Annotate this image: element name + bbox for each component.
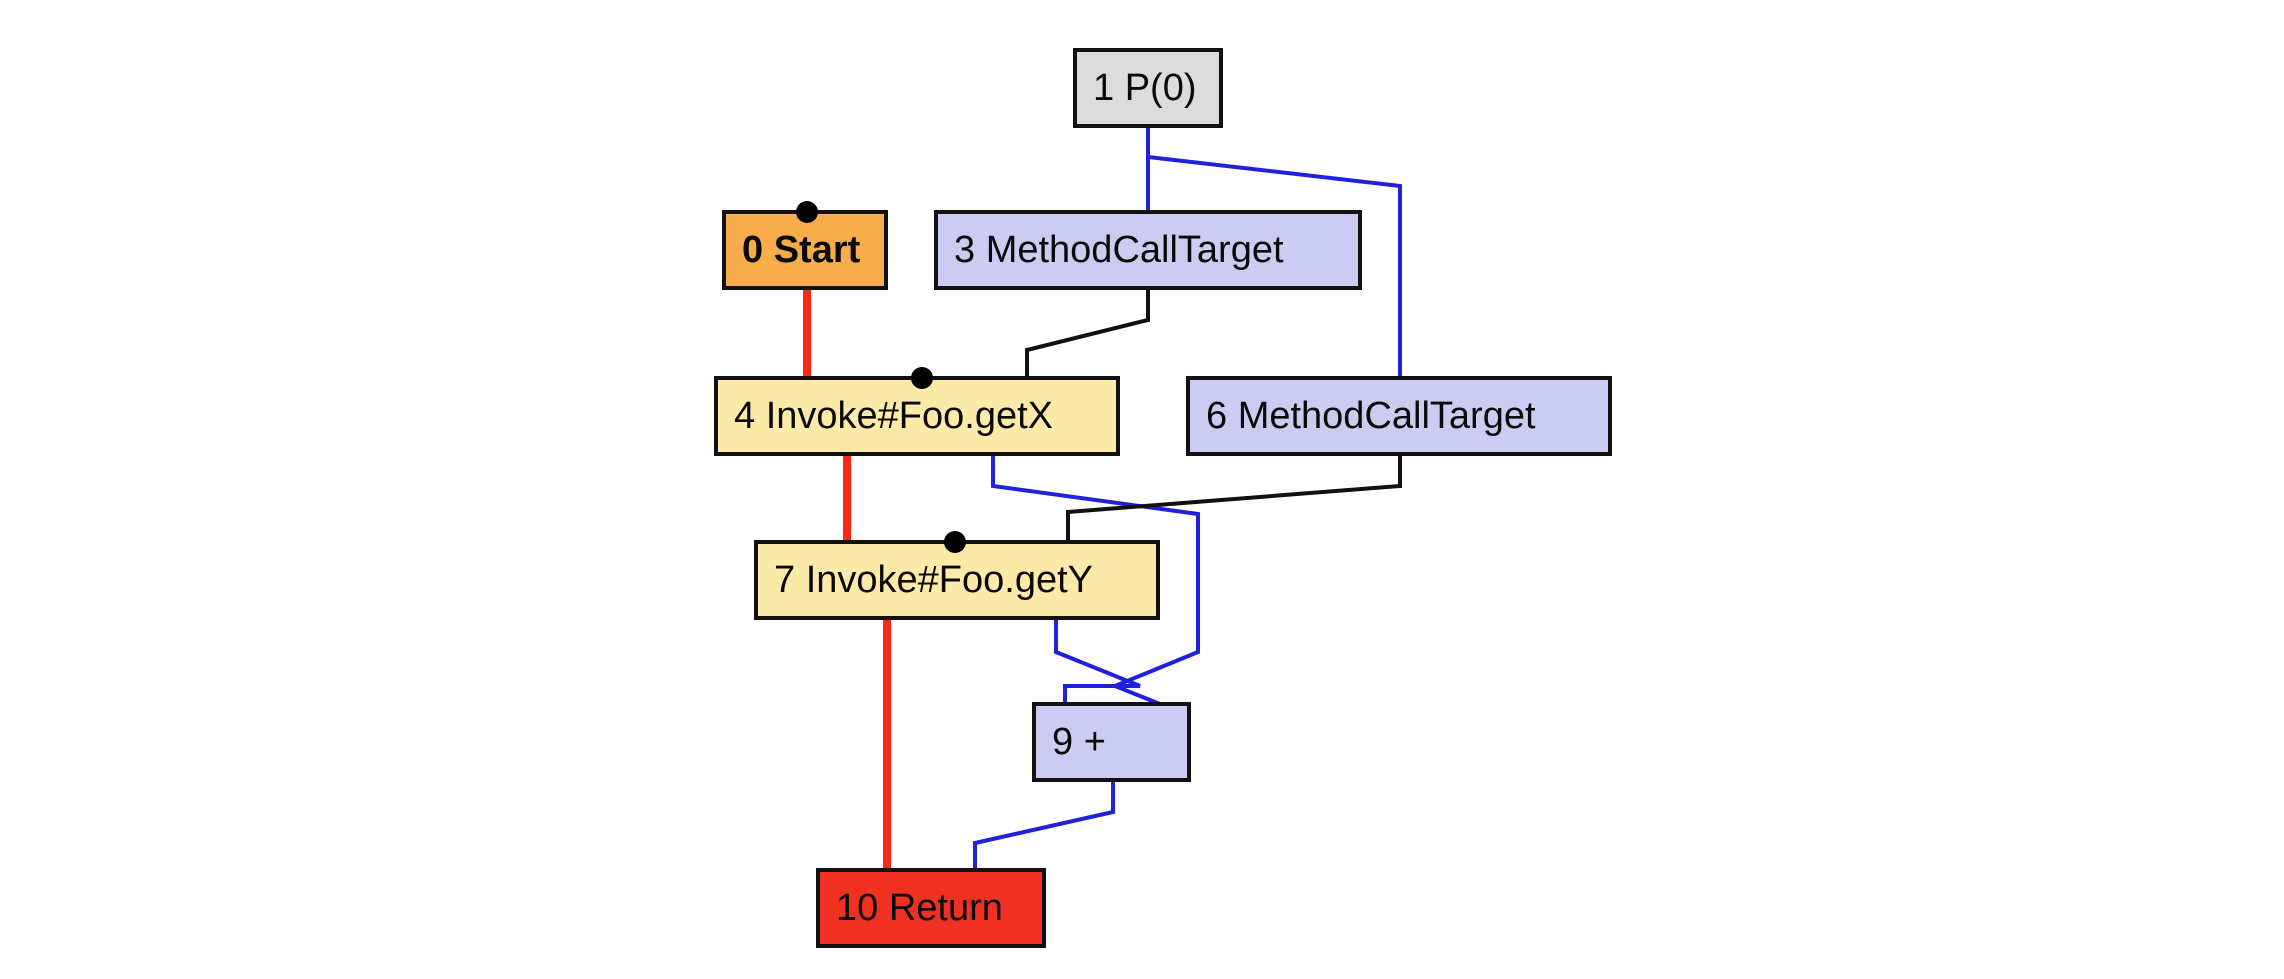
node-label-n7: 7 Invoke#Foo.getY (774, 559, 1093, 601)
graph-node-n4[interactable]: 4 Invoke#Foo.getX (714, 367, 1120, 456)
edge-layer (803, 126, 1402, 870)
node-box-n7[interactable] (754, 540, 1160, 620)
edge-n3-to-n4 (1025, 288, 1150, 378)
edge-n4-to-n9 (991, 454, 1200, 706)
control-port-dot-n7 (944, 531, 966, 553)
node-box-n4[interactable] (714, 376, 1120, 456)
node-layer: 1 P(0) 0 Start 3 MethodCallTarget 4 Invoke#… (714, 48, 1612, 948)
edge-n6-to-n7 (1066, 454, 1402, 542)
control-port-dot-n0 (796, 201, 818, 223)
node-label-n3: 3 MethodCallTarget (954, 229, 1284, 271)
node-box-n3[interactable] (934, 210, 1362, 290)
node-label-n4: 4 Invoke#Foo.getX (734, 395, 1053, 437)
graph-node-n9[interactable]: 9 + (1032, 702, 1191, 782)
node-box-n10[interactable] (816, 868, 1046, 948)
node-label-n1: 1 P(0) (1093, 67, 1196, 109)
node-label-n6: 6 MethodCallTarget (1206, 395, 1536, 437)
control-port-dot-n4 (911, 367, 933, 389)
node-box-n6[interactable] (1186, 376, 1612, 456)
edge-n9-to-n10 (973, 780, 1115, 870)
node-label-n0: 0 Start (742, 229, 861, 271)
graph-node-n1[interactable]: 1 P(0) (1073, 48, 1223, 128)
graph-node-n6[interactable]: 6 MethodCallTarget (1186, 376, 1612, 456)
graph-node-n3[interactable]: 3 MethodCallTarget (934, 210, 1362, 290)
edge-n1-to-n6 (1146, 126, 1402, 378)
node-label-n10: 10 Return (836, 887, 1003, 929)
graph-node-n10[interactable]: 10 Return (816, 868, 1046, 948)
node-box-n1[interactable] (1073, 48, 1223, 128)
graph-node-n0[interactable]: 0 Start (722, 201, 888, 290)
node-box-n9[interactable] (1032, 702, 1191, 782)
node-label-n9: 9 + (1052, 721, 1106, 763)
graph-node-n7[interactable]: 7 Invoke#Foo.getY (754, 531, 1160, 620)
edge-n7-to-n9 (1054, 618, 1141, 704)
